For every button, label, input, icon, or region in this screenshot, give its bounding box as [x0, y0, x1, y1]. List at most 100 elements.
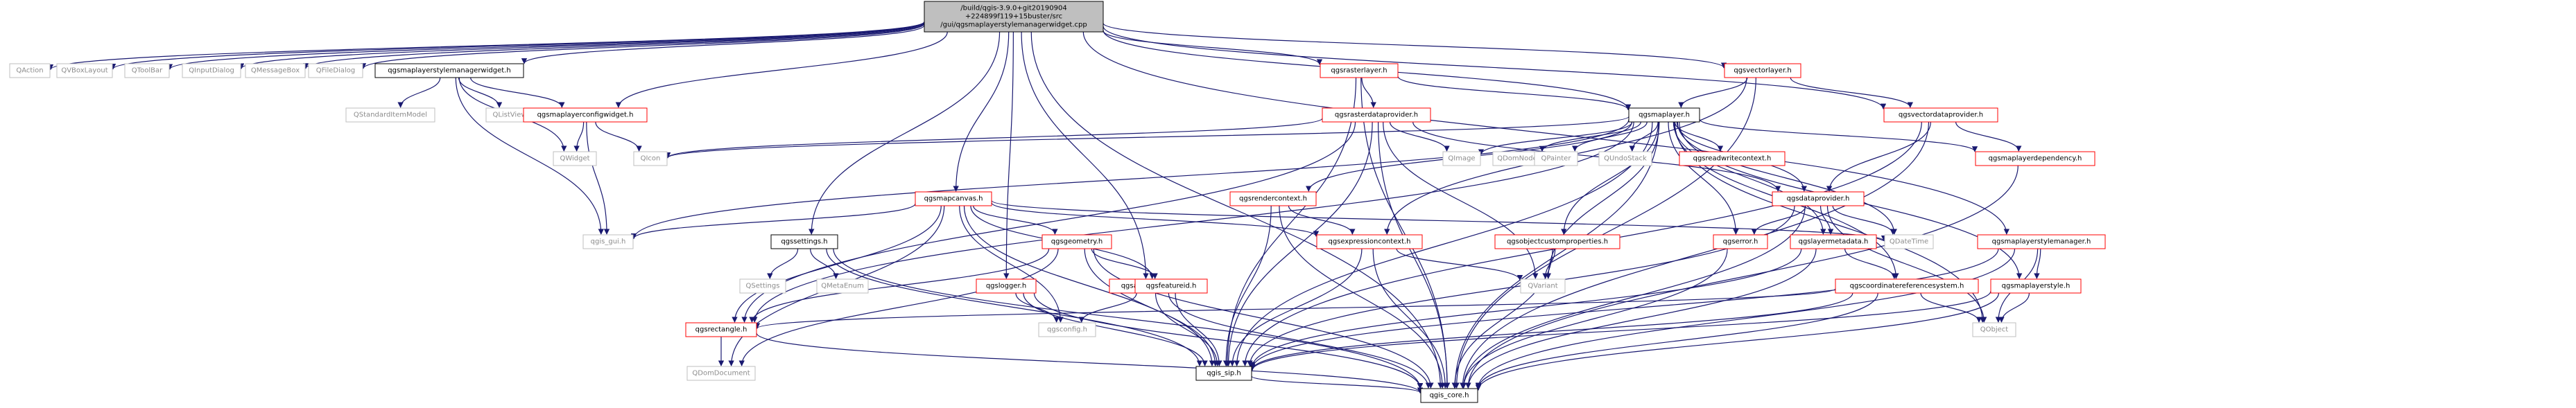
node-qmessagebox: QMessageBox: [245, 63, 306, 78]
edge-styleman_widget_h-to-qlistview: [458, 77, 503, 108]
node-label-expressioncontext_h: qgsexpressioncontext.h: [1328, 238, 1410, 246]
edge-crs_h-to-qgis_sip_h: [1249, 292, 1853, 371]
node-crs_h[interactable]: qgscoordinatereferencesystem.h: [1835, 278, 1979, 294]
node-label-error_h: qgserror.h: [1723, 238, 1758, 246]
node-label-qvboxlayout: QVBoxLayout: [61, 67, 107, 75]
edge-mapcanvas_h-to-rectangle_h: [732, 205, 942, 323]
edge-layermetadata_h-to-crs_h: [1844, 248, 1897, 279]
node-label-root: /gui/qgsmaplayerstylemanagerwidget.cpp: [940, 21, 1087, 29]
edge-mapcanvas_h-to-qgis_sip_h: [963, 205, 1216, 366]
node-box-geometry_h: [1041, 234, 1112, 249]
edge-mapcanvas_h-to-qgis_gui_h: [630, 203, 916, 240]
edge-root-to-settings_h: [809, 31, 1001, 235]
node-rectangle_h[interactable]: qgsrectangle.h: [685, 322, 757, 337]
node-box-qfiledialog: [308, 63, 363, 78]
node-box-qgsconfig_h: [1038, 322, 1096, 337]
node-label-qgis_gui_h: qgis_gui.h: [591, 238, 626, 246]
edge-maplayerstyle_h-to-qgis_core_h: [1475, 292, 2000, 391]
node-qmetaenum: QMetaEnum: [816, 278, 869, 294]
node-box-dataprovider_h: [1772, 191, 1865, 206]
node-label-styleman_h: qgsmaplayerstylemanager.h: [1992, 238, 2091, 246]
node-featureid_h[interactable]: qgsfeatureid.h: [1134, 278, 1208, 294]
node-logger_h[interactable]: qgslogger.h: [976, 278, 1037, 294]
edge-settings_h-to-qsettings: [767, 248, 799, 279]
edge-layer: [48, 21, 2041, 394]
node-box-layermetadata_h: [1790, 234, 1877, 249]
edge-rasterdataprovider_h-to-qgis_core_h: [1377, 121, 1451, 389]
node-vectordataprovider_h[interactable]: qgsvectordataprovider.h: [1883, 107, 1998, 123]
node-label-qundostack: QUndoStack: [1604, 155, 1647, 163]
node-qgis_core_h[interactable]: qgis_core.h: [1420, 388, 1478, 403]
node-qwidget: QWidget: [553, 151, 597, 166]
node-label-qicon: QIcon: [641, 155, 661, 163]
edge-logger_h-to-qgsconfig_h: [1015, 292, 1060, 323]
node-rasterdataprovider_h[interactable]: qgsrasterdataprovider.h: [1322, 107, 1431, 123]
node-box-qmetaenum: [816, 278, 869, 294]
edge-crs_h-to-qobject: [1920, 292, 1982, 323]
node-box-qgis_core_h: [1420, 388, 1478, 403]
edge-maplayer_h-to-maplayerdependency_h: [1699, 118, 1978, 152]
edge-vectordataprovider_h-to-dataprovider_h: [1826, 121, 1931, 192]
node-label-qdatetime: QDateTime: [1890, 238, 1928, 246]
edge-maplayer_h-to-qdatetime: [1677, 121, 1897, 235]
node-qvariant: QVariant: [1520, 278, 1566, 294]
node-label-qvariant: QVariant: [1528, 283, 1557, 290]
node-objectcustomproperties_h[interactable]: qgsobjectcustomproperties.h: [1494, 234, 1620, 249]
node-box-featureid_h: [1134, 278, 1208, 294]
node-rendercontext_h[interactable]: qgsrendercontext.h: [1229, 191, 1317, 206]
node-box-qstandarditemmodel: [345, 107, 435, 123]
edge-qgis_sip_h-to-qgis_core_h: [1251, 375, 1424, 393]
edge-maplayer_h-to-qundostack: [1629, 121, 1659, 152]
edge-geometry_h-to-qdomdocument: [738, 248, 1059, 366]
node-layermetadata_h[interactable]: qgslayermetadata.h: [1790, 234, 1877, 249]
node-box-rendercontext_h: [1229, 191, 1317, 206]
node-box-qvboxlayout: [56, 63, 113, 78]
node-label-qimage: QImage: [1448, 155, 1475, 163]
node-label-qpainter: QPainter: [1541, 155, 1572, 163]
node-root[interactable]: /build/qgis-3.9.0+git20190904+224899f119…: [924, 1, 1104, 33]
node-configwidget_h[interactable]: qgsmaplayerconfigwidget.h: [523, 107, 648, 123]
edge-root-to-mapcanvas_h: [953, 31, 1010, 192]
node-label-qinputdialog: QInputDialog: [189, 67, 234, 75]
node-mapcanvas_h[interactable]: qgsmapcanvas.h: [915, 191, 992, 206]
edge-root-to-rasterlayer_h: [1103, 30, 1323, 65]
node-label-rasterdataprovider_h: qgsrasterdataprovider.h: [1335, 112, 1418, 119]
edge-styleman_widget_h-to-qgis_gui_h: [455, 77, 604, 235]
node-vectorlayer_h[interactable]: qgsvectorlayer.h: [1724, 63, 1801, 78]
node-settings_h[interactable]: qgssettings.h: [770, 234, 838, 249]
node-error_h[interactable]: qgserror.h: [1713, 234, 1768, 249]
node-styleman_widget_h[interactable]: qgsmaplayerstylemanagerwidget.h: [374, 63, 524, 78]
edge-vectorlayer_h-to-maplayer_h: [1678, 77, 1748, 108]
node-rasterlayer_h[interactable]: qgsrasterlayer.h: [1320, 63, 1399, 78]
node-maplayerdependency_h[interactable]: qgsmaplayerdependency.h: [1975, 151, 2095, 166]
node-box-vectordataprovider_h: [1883, 107, 1998, 123]
node-maplayer_h[interactable]: qgsmaplayer.h: [1628, 107, 1700, 123]
edge-maplayer_h-to-qpainter: [1572, 121, 1648, 152]
node-geometry_h[interactable]: qgsgeometry.h: [1041, 234, 1112, 249]
node-label-maplayerdependency_h: qgsmaplayerdependency.h: [1989, 155, 2082, 163]
node-qgis_sip_h[interactable]: qgis_sip.h: [1195, 366, 1252, 381]
edge-settings_h-to-qmetaenum: [809, 248, 839, 279]
node-qdomnode: QDomNode: [1492, 151, 1542, 166]
node-box-rasterdataprovider_h: [1322, 107, 1431, 123]
node-box-maplayerstyle_h: [1990, 278, 2082, 294]
node-readwritecontext_h[interactable]: qgsreadwritecontext.h: [1679, 151, 1786, 166]
node-label-qfiledialog: QFileDialog: [316, 67, 355, 75]
edge-styleman_widget_h-to-qstandarditemmodel: [397, 77, 441, 108]
node-label-qobject: QObject: [1980, 326, 2009, 334]
node-dataprovider_h[interactable]: qgsdataprovider.h: [1772, 191, 1865, 206]
node-label-geometry_h: qgsgeometry.h: [1051, 238, 1103, 246]
node-box-maplayerdependency_h: [1975, 151, 2095, 166]
node-box-qgis_sip_h: [1195, 366, 1252, 381]
node-maplayerstyle_h[interactable]: qgsmaplayerstyle.h: [1990, 278, 2082, 294]
edge-expressioncontext_h-to-qvariant: [1396, 248, 1523, 281]
node-label-qgis_core_h: qgis_core.h: [1430, 392, 1469, 400]
edge-root-to-vectorlayer_h: [1103, 22, 1727, 69]
node-qundostack: QUndoStack: [1598, 151, 1652, 166]
node-label-qgsconfig_h: qgsconfig.h: [1047, 326, 1087, 334]
node-qinputdialog: QInputDialog: [182, 63, 241, 78]
node-box-settings_h: [770, 234, 838, 249]
node-expressioncontext_h[interactable]: qgsexpressioncontext.h: [1316, 234, 1423, 249]
node-styleman_h[interactable]: qgsmaplayerstylemanager.h: [1977, 234, 2106, 249]
